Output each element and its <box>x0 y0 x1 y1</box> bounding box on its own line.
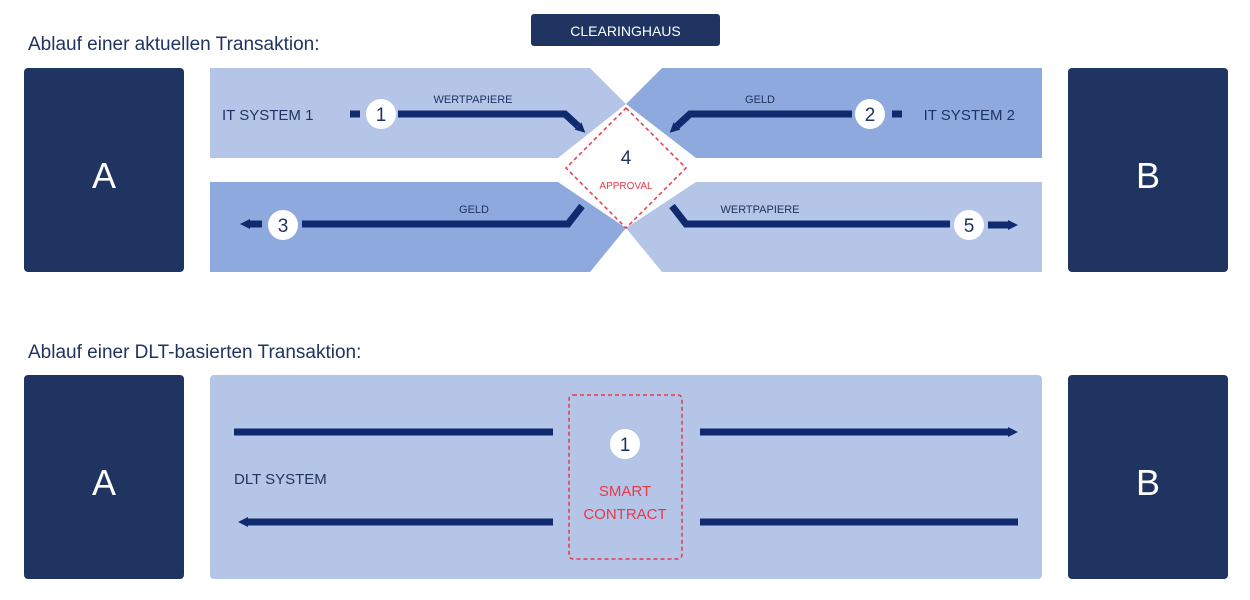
flow-1-label: WERTPAPIERE <box>433 94 512 106</box>
flow-5-arrow <box>669 203 950 228</box>
step-3-badge <box>268 210 298 240</box>
party-a-label-top: A <box>92 155 116 196</box>
smart-contract-box <box>568 394 683 560</box>
smart-contract-step-badge <box>610 429 640 459</box>
top-title: Ablauf einer aktuellen Transaktion: <box>28 34 320 55</box>
bottom-title: Ablauf einer DLT-basierten Transaktion: <box>28 342 361 363</box>
clearinghouse-box <box>531 14 720 46</box>
party-a-label-bottom: A <box>92 462 116 503</box>
step-5-number: 5 <box>964 216 975 237</box>
step-2-badge <box>855 99 885 129</box>
dlt-system-band <box>210 375 1042 579</box>
flow-2-label: GELD <box>745 94 775 106</box>
it-system-2-label: IT SYSTEM 2 <box>924 107 1015 124</box>
party-a-box-top <box>24 68 184 272</box>
step-1-number: 1 <box>376 105 387 126</box>
smart-contract-label-line1: SMART <box>599 483 651 500</box>
flow-5-label: WERTPAPIERE <box>720 204 799 216</box>
party-b-label-bottom: B <box>1136 462 1160 503</box>
dlt-system-label: DLT SYSTEM <box>234 471 327 488</box>
smart-contract-label-line2: CONTRACT <box>583 506 666 523</box>
flow-2-arrow <box>669 110 852 133</box>
flow-3-arrow <box>302 203 585 228</box>
step-5-badge <box>954 210 984 240</box>
approval-diamond <box>564 106 688 230</box>
smart-contract-step-number: 1 <box>620 435 631 456</box>
party-a-box-bottom <box>24 375 184 579</box>
clearinghouse-label: CLEARINGHAUS <box>570 23 680 39</box>
step-4-badge <box>611 142 641 172</box>
step-1-badge <box>366 99 396 129</box>
step-3-number: 3 <box>278 216 289 237</box>
it-system-1-label: IT SYSTEM 1 <box>222 107 313 124</box>
step-2-number: 2 <box>865 105 876 126</box>
approval-label: APPROVAL <box>599 181 653 192</box>
step-4-number: 4 <box>621 148 632 169</box>
party-b-box-bottom <box>1068 375 1228 579</box>
flow-3-label: GELD <box>459 204 489 216</box>
flow-1-arrow <box>398 110 586 133</box>
party-b-box-top <box>1068 68 1228 272</box>
party-b-label-top: B <box>1136 155 1160 196</box>
